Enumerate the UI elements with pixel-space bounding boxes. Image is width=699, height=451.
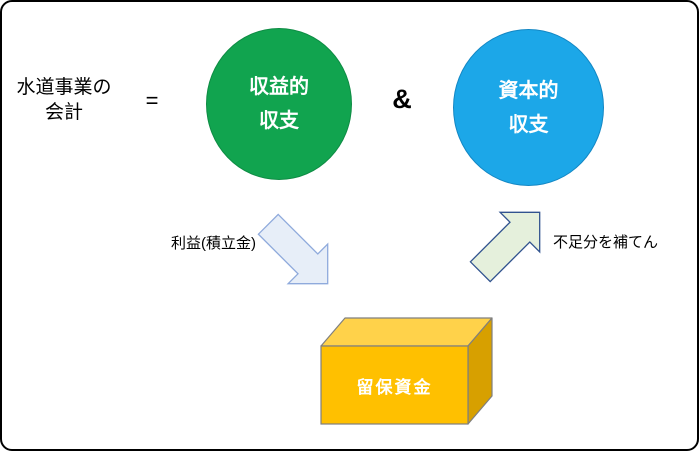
page-title-line2: 会計 bbox=[44, 102, 83, 124]
capital-balance-circle: 資本的 収支 bbox=[453, 29, 604, 186]
revenue-balance-circle: 収益的 収支 bbox=[206, 28, 352, 180]
arrow-up-right-icon bbox=[460, 192, 560, 292]
capital-balance-label-line1: 資本的 bbox=[498, 79, 559, 102]
reserve-box-front-face bbox=[320, 345, 469, 425]
ampersand-sign: & bbox=[392, 84, 412, 114]
arrow-down-right-icon bbox=[248, 204, 348, 304]
reserve-box-top-face bbox=[320, 317, 493, 347]
reserve-box-label: 留保資金 bbox=[356, 377, 433, 397]
shortfall-arrow-label: 不足分を補てん bbox=[553, 234, 659, 251]
arrow-down-right-shape bbox=[257, 213, 329, 285]
page-title-line1: 水道事業の bbox=[16, 77, 112, 98]
equals-sign: = bbox=[145, 88, 159, 113]
capital-balance-label-line2: 収支 bbox=[508, 113, 549, 136]
page-title: 水道事業の 会計 bbox=[8, 75, 120, 125]
reserve-box-icon bbox=[320, 317, 493, 425]
revenue-balance-label-line2: 収支 bbox=[259, 110, 299, 132]
profit-arrow-label: 利益(積立金) bbox=[171, 235, 256, 252]
revenue-balance-label-line1: 収益的 bbox=[249, 76, 309, 98]
arrow-up-right-shape bbox=[469, 211, 541, 283]
